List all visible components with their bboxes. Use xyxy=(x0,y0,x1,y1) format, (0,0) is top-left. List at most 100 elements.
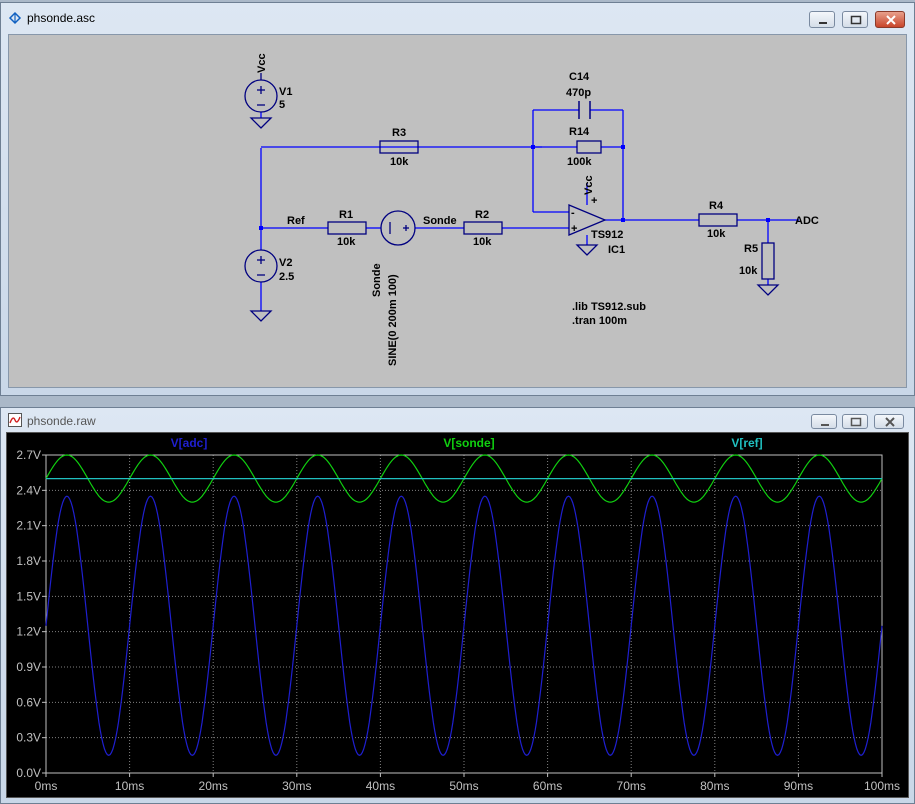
y-tick-label: 2.7V xyxy=(16,448,41,462)
x-tick-label: 40ms xyxy=(366,779,395,793)
source-name-label: Sonde xyxy=(371,263,383,297)
waveform-icon xyxy=(8,413,22,427)
r2-value-label: 10k xyxy=(473,236,492,248)
x-tick-label: 100ms xyxy=(864,779,900,793)
y-tick-label: 0.3V xyxy=(16,731,41,745)
source-value-label: SINE(0 200m 100) xyxy=(387,274,399,366)
minimize-icon xyxy=(821,424,829,426)
sonde-net-label: Sonde xyxy=(423,215,457,227)
close-button[interactable] xyxy=(875,11,905,28)
trace-vadc xyxy=(45,495,883,756)
spice-directive-lib[interactable]: .lib TS912.sub xyxy=(572,301,646,313)
close-icon xyxy=(886,15,896,25)
opamp-ic1[interactable] xyxy=(568,204,607,236)
r3-name-label: R3 xyxy=(392,127,406,139)
v1-value-label: 5 xyxy=(279,99,285,111)
voltage-source-v1[interactable] xyxy=(244,73,278,113)
r5-value-label: 10k xyxy=(739,265,758,277)
v1-net-label: Vcc xyxy=(256,53,268,73)
y-tick-label: 1.8V xyxy=(16,554,41,568)
r3-value-label: 10k xyxy=(390,156,409,168)
schematic-window[interactable]: phsonde.asc xyxy=(0,2,915,396)
v2-name-label: V2 xyxy=(279,257,292,269)
plot-frame xyxy=(45,454,883,774)
spice-directive-tran[interactable]: .tran 100m xyxy=(572,315,627,327)
y-tick-label: 0.6V xyxy=(16,695,41,709)
c14-value-label: 470p xyxy=(566,87,591,99)
plot-restore-button[interactable] xyxy=(842,414,868,429)
r14-name-label: R14 xyxy=(569,126,590,138)
plot-window[interactable]: phsonde.raw 2.7V 2.4V 2.1V 1.8V 1.5V 1.2V 0.9V… xyxy=(0,407,915,804)
restore-button[interactable] xyxy=(842,11,868,28)
x-tick-label: 50ms xyxy=(449,779,478,793)
x-tick-label: 20ms xyxy=(199,779,228,793)
restore-icon xyxy=(850,417,862,427)
r1-name-label: R1 xyxy=(339,209,353,221)
trace-label: V[sonde] xyxy=(443,436,494,450)
plot-titlebar[interactable]: phsonde.raw xyxy=(1,408,914,432)
x-tick-label: 80ms xyxy=(700,779,729,793)
plot-title: phsonde.raw xyxy=(27,414,96,428)
trace-label: V[adc] xyxy=(171,436,208,450)
resistor-r5[interactable] xyxy=(761,242,775,280)
c14-name-label: C14 xyxy=(569,71,590,83)
x-tick-label: 30ms xyxy=(282,779,311,793)
x-tick-label: 0ms xyxy=(35,779,58,793)
r2-name-label: R2 xyxy=(475,209,489,221)
r4-name-label: R4 xyxy=(709,200,724,212)
x-tick-label: 90ms xyxy=(784,779,813,793)
plot-area[interactable]: 2.7V 2.4V 2.1V 1.8V 1.5V 1.2V 0.9V 0.6V 0.3V 0.0V… xyxy=(6,432,909,798)
y-tick-label: 1.2V xyxy=(16,625,41,639)
y-tick-label: 2.1V xyxy=(16,519,41,533)
schematic-canvas[interactable]: Vcc V1 5 V2 2.5 R3 10k R1 10k R2 10k C14… xyxy=(8,34,907,388)
plot-close-button[interactable] xyxy=(874,414,904,429)
schematic-title: phsonde.asc xyxy=(27,11,96,25)
y-tick-label: 0.0V xyxy=(16,766,41,780)
opamp-name-label: IC1 xyxy=(608,244,625,256)
probe-source-sonde[interactable] xyxy=(380,210,416,246)
ref-net-label: Ref xyxy=(287,215,305,227)
opamp-plus-in-label: + xyxy=(571,223,577,235)
x-tick-label: 10ms xyxy=(115,779,144,793)
x-tick-label: 60ms xyxy=(533,779,562,793)
restore-icon xyxy=(850,15,862,25)
resistor-r2[interactable] xyxy=(463,221,503,235)
resistor-r1[interactable] xyxy=(327,221,367,235)
opamp-model-label: TS912 xyxy=(591,229,623,241)
r14-value-label: 100k xyxy=(567,156,592,168)
junction-dots xyxy=(259,145,770,230)
schematic-icon xyxy=(8,11,22,25)
opamp-plus-label: + xyxy=(591,195,597,207)
close-icon xyxy=(885,417,895,427)
r1-value-label: 10k xyxy=(337,236,356,248)
adc-net-label: ADC xyxy=(795,215,819,227)
schematic-titlebar[interactable]: phsonde.asc xyxy=(1,3,914,33)
minimize-icon xyxy=(819,22,827,24)
resistor-r3[interactable] xyxy=(379,140,419,154)
ground-symbol-opamp xyxy=(575,244,599,256)
plot-grid xyxy=(42,454,883,777)
plot-traces xyxy=(45,454,883,756)
resistor-r4[interactable] xyxy=(698,213,738,227)
trace-label: V[ref] xyxy=(731,436,762,450)
voltage-source-v2[interactable] xyxy=(244,249,278,283)
capacitor-c14[interactable] xyxy=(578,101,591,119)
v2-value-label: 2.5 xyxy=(279,271,294,283)
plot-minimize-button[interactable] xyxy=(811,414,837,429)
opamp-minus-label: - xyxy=(571,207,575,219)
y-axis-labels: 2.7V 2.4V 2.1V 1.8V 1.5V 1.2V 0.9V 0.6V 0.3V 0.0V xyxy=(16,448,41,780)
ground-symbol-v1 xyxy=(249,117,273,129)
ground-symbol-r5 xyxy=(756,284,780,296)
minimize-button[interactable] xyxy=(809,11,835,28)
x-tick-label: 70ms xyxy=(617,779,646,793)
x-axis-labels: 0ms 10ms 20ms 30ms 40ms 50ms 60ms 70ms 80ms 90ms 1… xyxy=(35,779,900,793)
resistor-r14[interactable] xyxy=(576,140,602,154)
y-tick-label: 2.4V xyxy=(16,483,41,497)
y-tick-label: 0.9V xyxy=(16,660,41,674)
trace-labels: V[adc] V[sonde] V[ref] xyxy=(171,436,763,450)
r4-value-label: 10k xyxy=(707,228,726,240)
r5-name-label: R5 xyxy=(744,243,758,255)
y-tick-label: 1.5V xyxy=(16,589,41,603)
opamp-vcc-label: Vcc xyxy=(583,175,595,195)
v1-name-label: V1 xyxy=(279,86,292,98)
